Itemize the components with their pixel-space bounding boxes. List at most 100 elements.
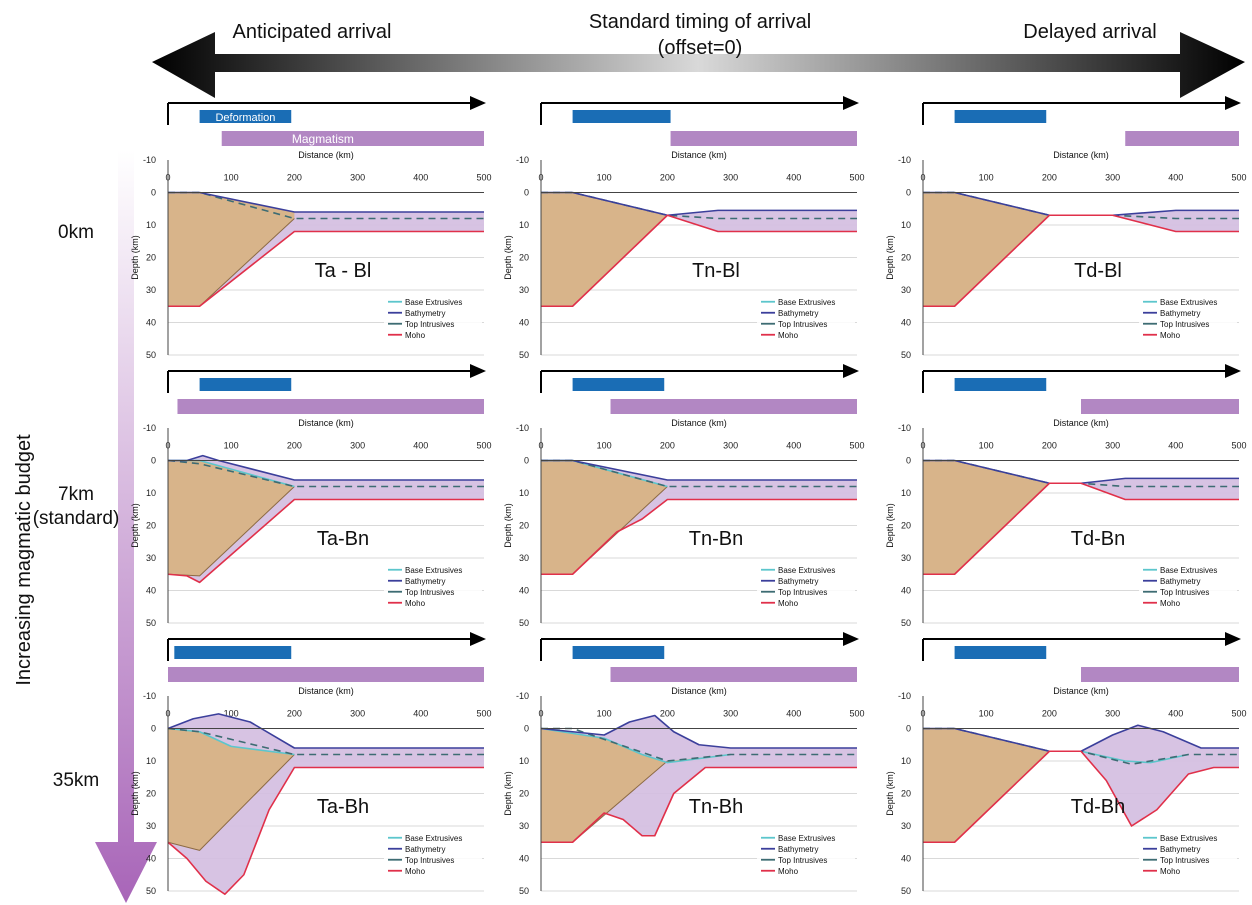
x-axis-label: Distance (km) <box>1053 150 1109 160</box>
time-axis-arrowhead <box>470 364 486 378</box>
legend-entry: Bathymetry <box>405 577 445 586</box>
legend-entry: Top Intrusives <box>405 320 454 329</box>
magmatism-bar <box>670 131 857 146</box>
time-axis-arrowhead <box>1225 632 1241 646</box>
y-axis-label: Depth (km) <box>885 771 895 816</box>
panel-9: -10010203040500100200300400500Distance (… <box>885 632 1247 896</box>
y-tick-label: 50 <box>146 886 156 896</box>
y-tick-label: 0 <box>151 456 156 466</box>
x-tick-label: 300 <box>350 440 365 450</box>
y-tick-label: 10 <box>519 220 529 230</box>
moho-line <box>923 482 1239 576</box>
y-axis-label: Depth (km) <box>130 503 140 548</box>
x-tick-label: 100 <box>979 172 994 182</box>
legend-entry: Moho <box>1160 331 1181 340</box>
x-tick-label: 400 <box>413 172 428 182</box>
panel-4: -10010203040500100200300400500Distance (… <box>130 364 492 628</box>
continental-crust-area <box>541 728 731 843</box>
continental-crust-area <box>168 192 295 307</box>
legend-entry: Moho <box>405 867 426 876</box>
panel-label: Tn-Bn <box>689 528 743 550</box>
legend-entry: Base Extrusives <box>1160 566 1217 575</box>
deformation-bar <box>954 378 1047 391</box>
y-tick-label: 40 <box>146 854 156 864</box>
y-tick-label: 10 <box>519 488 529 498</box>
legend-box <box>1139 831 1237 882</box>
legend-entry: Top Intrusives <box>405 588 454 597</box>
x-tick-label: 300 <box>350 172 365 182</box>
magmatism-bar <box>1081 667 1239 682</box>
x-tick-label: 200 <box>1042 172 1057 182</box>
panel-label: Tn-Bl <box>692 260 740 282</box>
y-tick-label: 30 <box>901 285 911 295</box>
x-axis-label: Distance (km) <box>671 418 727 428</box>
magmatism-bar <box>221 131 484 146</box>
x-axis-label: Distance (km) <box>298 418 354 428</box>
x-tick-label: 200 <box>1042 440 1057 450</box>
legend-entry: Base Extrusives <box>778 566 835 575</box>
y-tick-label: 30 <box>146 821 156 831</box>
y-tick-label: 30 <box>519 553 529 563</box>
y-tick-label: 20 <box>519 521 529 531</box>
x-tick-label: 200 <box>287 708 302 718</box>
y-tick-label: 0 <box>524 724 529 734</box>
x-tick-label: 300 <box>723 172 738 182</box>
y-tick-label: 0 <box>151 188 156 198</box>
x-tick-label: 400 <box>1168 172 1183 182</box>
x-tick-label: 400 <box>413 440 428 450</box>
moho-line <box>168 230 484 308</box>
y-tick-label: 50 <box>519 618 529 628</box>
x-tick-label: 400 <box>1168 708 1183 718</box>
panel-8: -10010203040500100200300400500Distance (… <box>503 632 865 896</box>
legend-entry: Base Extrusives <box>405 298 462 307</box>
legend-entry: Bathymetry <box>778 309 818 318</box>
y-tick-label: 40 <box>146 586 156 596</box>
y-tick-label: 50 <box>146 618 156 628</box>
x-tick-label: 200 <box>1042 708 1057 718</box>
x-tick-label: 100 <box>597 708 612 718</box>
continental-crust-area <box>923 192 1050 307</box>
panel-label: Ta - Bl <box>315 260 372 282</box>
legend-entry: Moho <box>1160 599 1181 608</box>
x-tick-label: 500 <box>476 440 491 450</box>
x-tick-label: 400 <box>786 440 801 450</box>
y-tick-label: -10 <box>898 155 911 165</box>
y-tick-label: 30 <box>146 553 156 563</box>
y-tick-label: -10 <box>143 423 156 433</box>
y-tick-label: 20 <box>901 521 911 531</box>
x-tick-label: 300 <box>1105 708 1120 718</box>
base-extrusives-line <box>540 727 731 764</box>
panel-label: Td-Bh <box>1071 796 1125 818</box>
legend-entry: Top Intrusives <box>1160 588 1209 597</box>
deformation-bar <box>572 378 665 391</box>
y-tick-label: -10 <box>516 691 529 701</box>
x-tick-label: 500 <box>849 440 864 450</box>
y-tick-label: 50 <box>519 350 529 360</box>
row-label-7km: 7km <box>58 484 94 505</box>
y-tick-label: 20 <box>519 789 529 799</box>
legend-entry: Top Intrusives <box>778 856 827 865</box>
panel-3: -10010203040500100200300400500Distance (… <box>885 96 1247 360</box>
legend-entry: Base Extrusives <box>778 298 835 307</box>
x-tick-label: 500 <box>849 708 864 718</box>
x-tick-label: 300 <box>723 440 738 450</box>
magmatism-bar <box>177 399 485 414</box>
legend-entry: Moho <box>778 599 799 608</box>
legend-entry: Moho <box>1160 867 1181 876</box>
y-tick-label: 20 <box>519 253 529 263</box>
y-tick-label: 10 <box>146 756 156 766</box>
y-tick-label: -10 <box>516 155 529 165</box>
panel-7: -10010203040500100200300400500Distance (… <box>130 632 492 896</box>
y-tick-label: 0 <box>524 456 529 466</box>
y-tick-label: 30 <box>146 285 156 295</box>
magmatism-bar <box>610 399 857 414</box>
panel-2: -10010203040500100200300400500Distance (… <box>503 96 865 360</box>
legend-entry: Top Intrusives <box>1160 320 1209 329</box>
y-axis-label: Depth (km) <box>885 235 895 280</box>
y-tick-label: 10 <box>901 220 911 230</box>
deformation-bar <box>954 646 1047 659</box>
moho-line <box>923 750 1239 844</box>
time-axis-arrowhead <box>1225 96 1241 110</box>
y-tick-label: -10 <box>898 691 911 701</box>
